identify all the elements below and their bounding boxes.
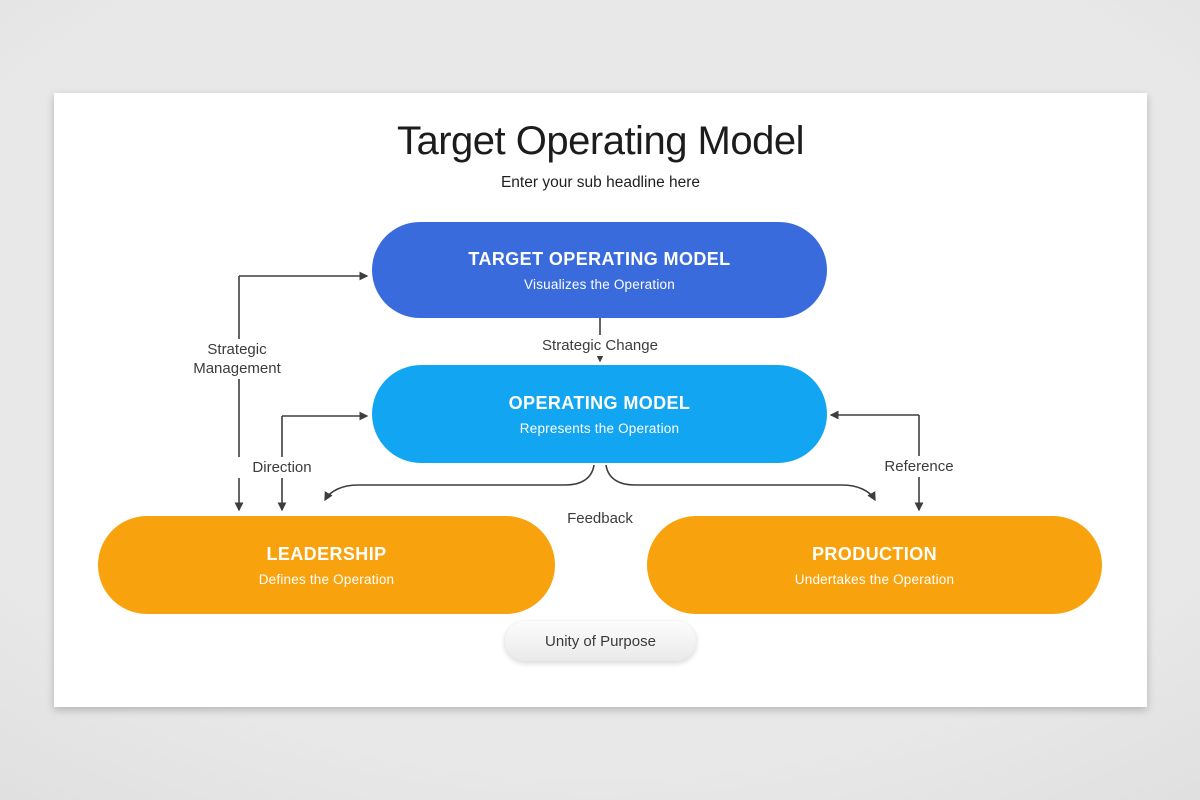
feedback-arrow-left xyxy=(324,464,595,502)
label-direction: Direction xyxy=(237,457,327,478)
node-subtitle: Represents the Operation xyxy=(519,420,680,436)
label-feedback: Feedback xyxy=(550,508,650,529)
node-title: PRODUCTION xyxy=(812,543,937,564)
node-subtitle: Visualizes the Operation xyxy=(524,276,675,292)
node-subtitle: Undertakes the Operation xyxy=(794,571,955,587)
node-operating-model: OPERATING MODEL Represents the Operation xyxy=(372,365,827,463)
label-strategic-change: Strategic Change xyxy=(530,335,670,356)
node-production: PRODUCTION Undertakes the Operation xyxy=(647,516,1102,614)
node-title: TARGET OPERATING MODEL xyxy=(468,248,731,269)
label-reference: Reference xyxy=(869,456,969,477)
node-title: OPERATING MODEL xyxy=(508,392,691,413)
node-target-operating-model: TARGET OPERATING MODEL Visualizes the Op… xyxy=(372,222,827,318)
node-title: LEADERSHIP xyxy=(266,543,387,564)
node-unity-of-purpose: Unity of Purpose xyxy=(504,620,697,662)
slide-canvas: Target Operating Model Enter your sub he… xyxy=(54,93,1147,707)
label-strategic-management: Strategic Management xyxy=(175,339,299,379)
node-subtitle: Defines the Operation xyxy=(258,571,395,587)
slide-subtitle: Enter your sub headline here xyxy=(500,174,701,191)
node-leadership: LEADERSHIP Defines the Operation xyxy=(98,516,555,614)
feedback-arrow-right xyxy=(605,464,876,502)
node-label: Unity of Purpose xyxy=(545,632,656,650)
slide-title: Target Operating Model xyxy=(396,119,805,163)
